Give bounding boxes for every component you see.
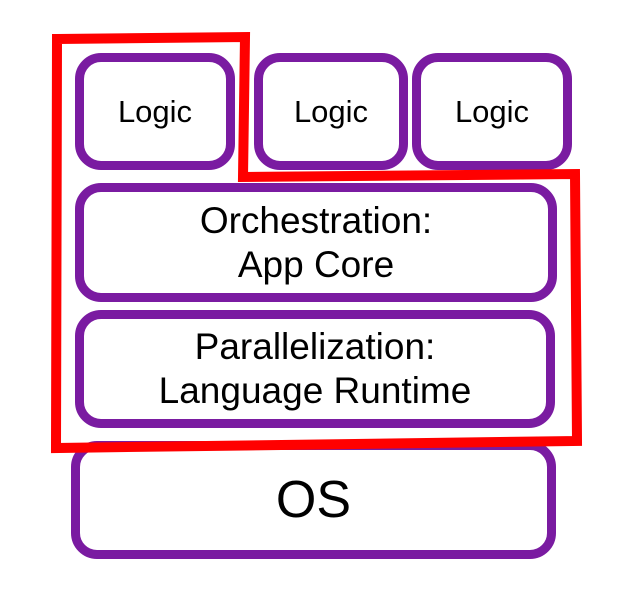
logic-box-1: Logic bbox=[75, 53, 235, 170]
logic-box-2-label: Logic bbox=[293, 93, 369, 129]
parallelization-language-runtime-label: Parallelization: Language Runtime bbox=[158, 326, 472, 411]
orchestration-app-core-box: Orchestration: App Core bbox=[75, 183, 557, 302]
logic-box-3-label: Logic bbox=[454, 93, 530, 129]
logic-box-1-label: Logic bbox=[117, 93, 193, 129]
os-box: OS bbox=[71, 441, 556, 559]
os-box-label: OS bbox=[275, 471, 352, 529]
parallelization-language-runtime-box: Parallelization: Language Runtime bbox=[75, 310, 555, 428]
logic-box-3: Logic bbox=[412, 53, 572, 170]
logic-box-2: Logic bbox=[254, 53, 408, 170]
orchestration-app-core-label: Orchestration: App Core bbox=[199, 199, 433, 285]
